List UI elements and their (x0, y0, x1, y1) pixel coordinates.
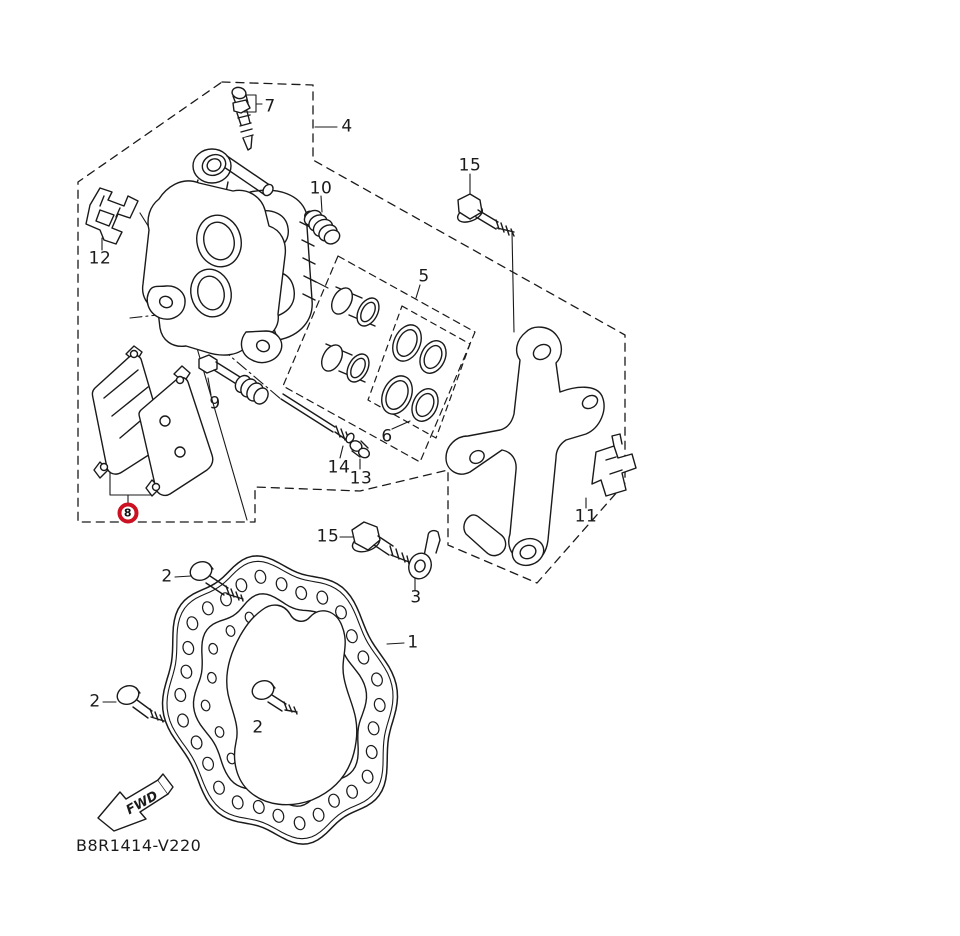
part-label-10: 10 (309, 178, 333, 199)
pad-pin-9 (199, 355, 271, 407)
bleed-screw-7 (231, 86, 253, 150)
bracket-retainer-clip (592, 434, 636, 496)
part-label-12: 12 (88, 248, 112, 269)
part-label-7: 7 (264, 96, 276, 117)
part-label-6: 6 (381, 426, 393, 447)
part-label-2-center: 2 (252, 717, 264, 738)
brake-pad-inner (139, 366, 213, 496)
caliper-slide-pin (221, 156, 275, 197)
part-label-8-highlighted: 8 (117, 502, 139, 524)
disc-bolt-2a (187, 559, 243, 601)
stay-clip-3 (405, 531, 440, 582)
part-label-15-mid: 15 (316, 526, 340, 547)
fwd-arrow: FWD (98, 774, 173, 831)
group-outline-4 (78, 82, 625, 583)
part-label-4: 4 (341, 116, 353, 137)
slide-pin-boot-10 (302, 207, 342, 246)
part-label-13: 13 (349, 468, 373, 489)
part-label-1: 1 (407, 632, 419, 653)
piston-set-5 (317, 284, 383, 385)
part-label-14: 14 (327, 457, 351, 478)
diagram-code: B8R1414-V220 (76, 836, 202, 855)
part-label-15-top: 15 (458, 155, 482, 176)
part-label-2-top: 2 (161, 566, 173, 587)
caliper-bracket-11 (446, 327, 636, 570)
brake-caliper-body (143, 149, 316, 363)
disc-center-cutout (227, 605, 357, 805)
piston-a (327, 284, 383, 329)
pin-boot-13 (348, 439, 370, 459)
part-label-11: 11 (574, 506, 598, 527)
part-label-5: 5 (418, 266, 430, 287)
seal-kit-6 (376, 320, 451, 425)
part-label-3: 3 (410, 587, 422, 608)
brake-pads-8 (92, 346, 212, 496)
slide-pin-14 (281, 394, 356, 444)
part-label-2-left: 2 (89, 691, 101, 712)
piston-b (317, 341, 373, 385)
seal-kit-outline-6 (367, 305, 471, 439)
pad-spring-12 (86, 188, 138, 244)
disc-bolt-2b (114, 683, 164, 722)
disc-bolt-2c (249, 678, 297, 714)
mount-bolt-15-top (455, 194, 514, 236)
part-label-9: 9 (209, 393, 221, 414)
mount-bolt-15-mid (350, 522, 409, 564)
